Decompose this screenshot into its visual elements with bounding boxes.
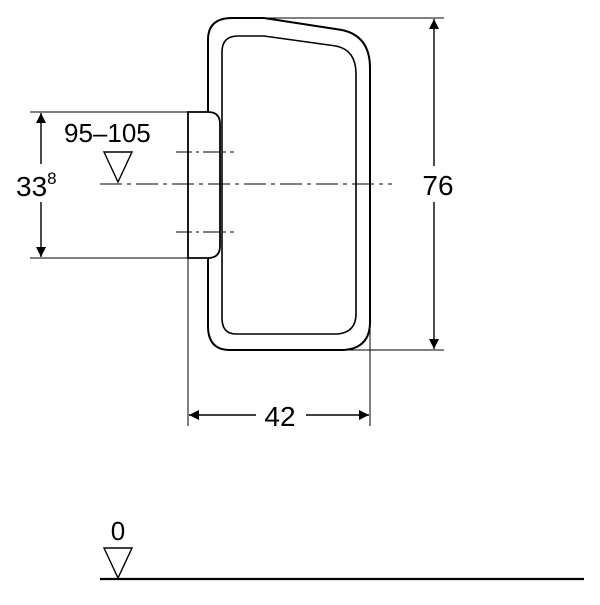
mount-height-level-symbol — [102, 151, 134, 184]
floor-level-symbol — [102, 547, 134, 580]
height-dimension-label: 76 — [422, 170, 453, 201]
mount-height-label: 95–105 — [64, 118, 151, 148]
wall-flange — [187, 111, 221, 259]
floor-level-label: 0 — [111, 516, 125, 546]
urinal-inner-outline — [221, 35, 357, 335]
inlet-dimension-label: 338 — [16, 169, 57, 202]
depth-dimension-label: 42 — [264, 401, 295, 432]
